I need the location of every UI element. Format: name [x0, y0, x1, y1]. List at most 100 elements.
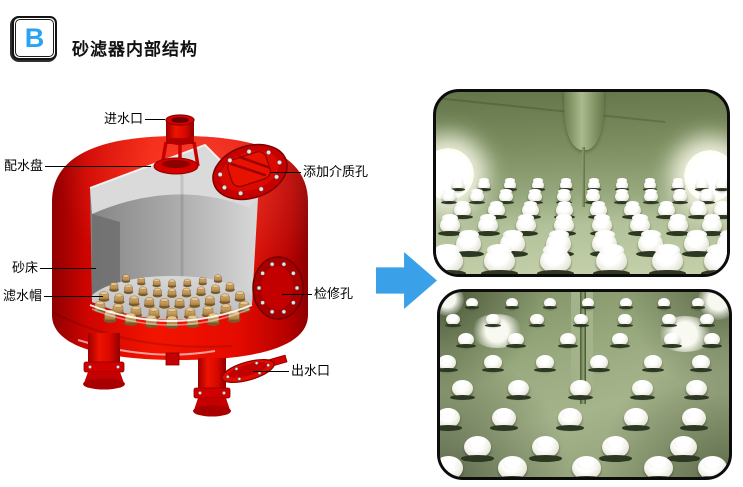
filter-nozzle [534, 355, 556, 372]
filter-nozzle [702, 333, 722, 349]
label-text: 滤水帽 [3, 288, 43, 303]
filter-nozzle [642, 355, 664, 372]
leader-line [44, 295, 104, 297]
filter-nozzle [506, 333, 526, 349]
ceiling-seam [436, 94, 666, 124]
leader-line [145, 118, 166, 120]
filter-nozzle [461, 436, 494, 462]
diagram-label-outlet: 出水口 [251, 364, 330, 378]
filter-nozzle [438, 214, 462, 237]
filter-nozzle [452, 200, 473, 220]
access-port-flange [252, 256, 304, 320]
diagram-label-distributor: 配水盘 [4, 159, 153, 173]
label-text: 配水盘 [4, 158, 44, 173]
filter-nozzle [683, 380, 710, 401]
filter-nozzle [449, 380, 476, 401]
filter-nozzle [714, 178, 727, 192]
filter-nozzle [440, 456, 466, 477]
diagram-label-inlet: 进水口 [104, 112, 167, 126]
filter-nozzle [572, 314, 590, 328]
filter-nozzle [440, 408, 463, 431]
filter-nozzle [514, 214, 538, 237]
filter-nozzle [484, 314, 502, 328]
filter-nozzle [690, 355, 712, 372]
filter-nozzle [660, 314, 678, 328]
filter-nozzle [666, 214, 690, 237]
filter-nozzle [698, 314, 716, 328]
filter-nozzle [628, 214, 652, 237]
filter-nozzle [440, 355, 458, 372]
center-rod [580, 292, 586, 404]
tank-legs [83, 333, 180, 390]
inlet-pipe [153, 114, 200, 175]
keycap-icon: B [12, 16, 57, 60]
filter-nozzle [656, 298, 672, 310]
leader-line [253, 370, 289, 372]
filter-nozzle [690, 298, 706, 310]
outlet-pipe [193, 354, 288, 417]
page-title: 砂滤器内部结构 [72, 40, 198, 59]
filter-nozzle [456, 333, 476, 349]
center-inlet-funnel [564, 92, 604, 150]
filter-nozzle [629, 380, 656, 401]
filter-nozzle [468, 189, 486, 205]
diagram-label-media-port: 添加介质孔 [268, 165, 368, 179]
filter-nozzle [610, 333, 630, 349]
leader-line [282, 293, 312, 295]
label-text: 出水口 [291, 363, 331, 378]
filter-nozzle [505, 380, 532, 401]
filter-nozzle [504, 298, 520, 310]
filter-nozzle [616, 314, 634, 328]
filter-nozzle [567, 380, 594, 401]
filter-nozzle [656, 200, 677, 220]
filter-nozzle [558, 333, 578, 349]
badge-letter: B [24, 22, 45, 53]
filter-nozzle [580, 298, 596, 310]
filter-nozzle [482, 355, 504, 372]
filter-nozzle [528, 314, 546, 328]
diagram-label-filter-cap: 滤水帽 [3, 289, 105, 303]
filter-nozzle [529, 436, 562, 462]
filter-nozzle [476, 214, 500, 237]
filter-nozzle [700, 214, 724, 237]
photo-nozzle-plate-top-view [437, 289, 732, 480]
filter-nozzle [621, 408, 651, 431]
filter-nozzle [464, 298, 480, 310]
filter-nozzle [688, 200, 709, 220]
filter-nozzle [495, 456, 530, 477]
filter-nozzle [536, 243, 575, 274]
filter-nozzle [667, 436, 700, 462]
label-text: 添加介质孔 [303, 164, 369, 179]
photo-tank-interior-side-view [433, 89, 730, 277]
filter-nozzle [440, 189, 458, 205]
filter-nozzle [700, 243, 727, 274]
filter-nozzle [671, 189, 689, 205]
sand-filter-cutaway-illustration [51, 114, 308, 417]
filter-nozzle [599, 436, 632, 462]
diagram-label-sand-bed: 砂床 [12, 261, 98, 275]
filter-nozzle [642, 189, 660, 205]
filter-nozzle [681, 229, 712, 257]
filter-nozzle [613, 189, 631, 205]
label-text: 砂床 [12, 260, 39, 275]
filter-nozzle [489, 408, 519, 431]
media-port-flange [212, 143, 288, 201]
label-text: 进水口 [104, 111, 144, 126]
diagram-filter-caps [94, 274, 250, 329]
leader-line [270, 171, 301, 173]
filter-nozzle [641, 456, 676, 477]
leader-line [40, 267, 97, 269]
filter-nozzle [436, 243, 467, 274]
filter-nozzle [695, 456, 729, 477]
filter-nozzle [497, 189, 515, 205]
filter-nozzle [618, 298, 634, 310]
diagram-label-access-port: 检修孔 [280, 287, 353, 301]
filter-nozzle [480, 243, 519, 274]
filter-nozzle [453, 229, 484, 257]
filter-nozzle [450, 178, 466, 192]
filter-nozzle [542, 298, 558, 310]
filter-nozzle [569, 456, 604, 477]
center-rod [582, 147, 585, 207]
section-badge: B [10, 16, 57, 62]
